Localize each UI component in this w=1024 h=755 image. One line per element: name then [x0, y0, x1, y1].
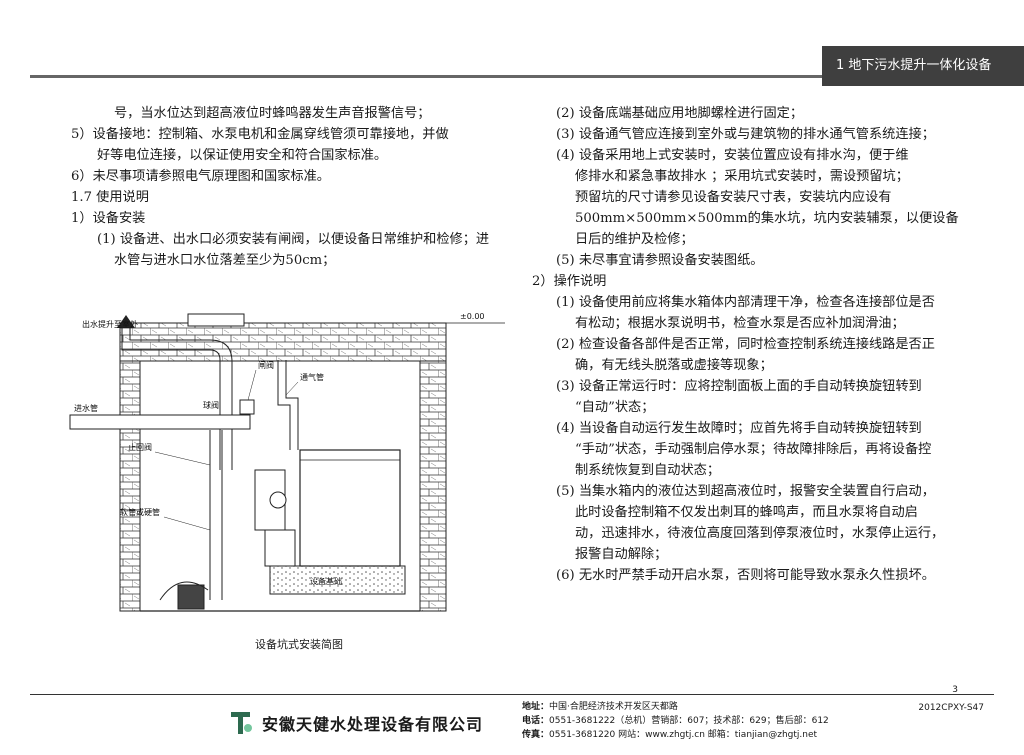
- outlet-label: 出水提升至室外: [82, 319, 138, 329]
- header-rule: [30, 75, 1024, 78]
- submersible-pump: [177, 584, 205, 610]
- text-line: 有松动；根据水泵说明书，检查水泵是否应补加润滑油；: [575, 316, 905, 331]
- vent-pipe: [277, 360, 299, 450]
- text-line: 确，有无线头脱落或虚接等现象；: [575, 358, 773, 373]
- ball-valve-label: 球阀: [203, 400, 219, 410]
- text-line: 预留坑的尺寸请参见设备安装尺寸表，安装坑内应设有: [575, 190, 892, 205]
- company-name: 安徽天健水处理设备有限公司: [262, 715, 484, 734]
- text-line: 500mm×500mm×500mm的集水坑，坑内安装辅泵，以便设备: [575, 211, 959, 226]
- inlet-pipe: [69, 414, 251, 430]
- inlet-label: 进水管: [74, 403, 98, 413]
- vent-pipe-label: 通气管: [300, 372, 324, 382]
- footer-rule: [30, 694, 994, 695]
- text-line: 制系统恢复到自动状态；: [575, 463, 721, 478]
- fax-text: 0551-3681220 网站：www.zhgtj.cn 邮箱：tianjian…: [549, 730, 818, 740]
- text-line: 报警自动解除；: [575, 547, 668, 562]
- contact-info: 地址：中国·合肥经济技术开发区天都路 电话：0551-3681222（总机）营销…: [522, 700, 829, 742]
- gate-valve-label: 闸阀: [258, 361, 274, 370]
- access-cover: [187, 313, 245, 327]
- pit-left-wall: [119, 360, 141, 612]
- outlet-pipe: [121, 328, 221, 410]
- hose-pipe: [209, 430, 223, 600]
- text-line: 1.7 使用说明: [71, 190, 149, 205]
- left-text-column: 号，当水位达到超高液位时蜂鸣器发生声音报警信号； 5）设备接地：控制箱、水泵电机和…: [71, 103, 511, 271]
- phone-text: 0551-3681222（总机）营销部：607；技术部：629；售后部：612: [549, 716, 829, 726]
- text-line: 好等电位连接，以保证使用安全和符合国家标准。: [97, 148, 388, 163]
- text-line: “自动”状态；: [575, 400, 655, 415]
- text-line: (5) 未尽事宜请参照设备安装图纸。: [556, 253, 764, 268]
- text-line: (2) 设备底端基础应用地脚螺栓进行固定；: [556, 106, 804, 121]
- text-line: (4) 设备采用地上式安装时，安装位置应设有排水沟，便于维: [556, 148, 909, 163]
- text-line: (1) 设备进、出水口必须安装有闸阀，以便设备日常维护和检修；进: [97, 232, 490, 247]
- level-label: ±0.00: [460, 312, 485, 321]
- right-text-column: (2) 设备底端基础应用地脚螺栓进行固定； (3) 设备通气管应连接到室外或与建筑…: [532, 103, 1002, 586]
- fax-label: 传真：: [522, 730, 550, 740]
- section-title: 1 地下污水提升一体化设备: [822, 46, 1024, 86]
- text-line: 此时设备控制箱不仅发出刺耳的蜂鸣声，而且水泵将自动启: [575, 505, 918, 520]
- page-number: 3: [952, 685, 958, 695]
- text-line: 修排水和紧急事故排水 ；采用坑式安装时，需设预留坑；: [575, 169, 909, 184]
- text-line: (1) 设备使用前应将集水箱体内部清理干净，检查各连接部位是否: [556, 295, 935, 310]
- address-label: 地址：: [522, 702, 550, 712]
- water-tank: [299, 449, 401, 567]
- text-line: 6）未尽事项请参照电气原理图和国家标准。: [71, 169, 330, 184]
- text-line: (6) 无水时严禁手动开启水泵，否则将可能导致水泵永久性损坏。: [556, 568, 935, 583]
- text-line: 5）设备接地：控制箱、水泵电机和金属穿线管须可靠接地，并做: [71, 127, 449, 142]
- text-line: (2) 检查设备各部件是否正常，同时检查控制系统连接线路是否正: [556, 337, 935, 352]
- foundation-block: [269, 565, 406, 595]
- phone-label: 电话：: [522, 716, 550, 726]
- text-line: 水管与进水口水位落差至少为50cm；: [114, 253, 336, 268]
- document-code: 2012CPXY-S47: [918, 703, 984, 713]
- foundation-label: 设备基础: [310, 576, 342, 586]
- company-logo-icon: [231, 712, 252, 734]
- text-line: (5) 当集水箱内的液位达到超高液位时，报警安全装置自行启动，: [556, 484, 935, 499]
- text-line: 1）设备安装: [71, 211, 146, 226]
- text-line: 日后的维护及检修；: [575, 232, 694, 247]
- text-line: (3) 设备正常运行时：应将控制面板上面的手自动转换旋钮转到: [556, 379, 922, 394]
- ground-slab: [119, 322, 447, 362]
- text-line: 2）操作说明: [532, 274, 607, 289]
- text-line: 号，当水位达到超高液位时蜂鸣器发生声音报警信号；: [114, 106, 431, 121]
- check-valve-label: 止回阀: [128, 442, 152, 452]
- address-text: 中国·合肥经济技术开发区天都路: [549, 702, 678, 712]
- diagram-caption: 设备坑式安装简图: [255, 638, 343, 651]
- text-line: (3) 设备通气管应连接到室外或与建筑物的排水通气管系统连接；: [556, 127, 935, 142]
- text-line: 动，迅速排水，待液位高度回落到停泵液位时，水泵停止运行，: [575, 526, 945, 541]
- text-line: (4) 当设备自动运行发生故障时；应首先将手自动转换旋钮转到: [556, 421, 922, 436]
- text-line: “手动”状态，手动强制启停水泵；待故障排除后，再将设备控: [575, 442, 932, 457]
- hose-label: 软管或硬管: [120, 507, 160, 517]
- installation-diagram: ±0.00 出水提升至室外 闸阀 通气管 进水管 球阀 止回阀 软管或硬管 设备…: [69, 312, 505, 612]
- pit-right-wall: [419, 360, 447, 612]
